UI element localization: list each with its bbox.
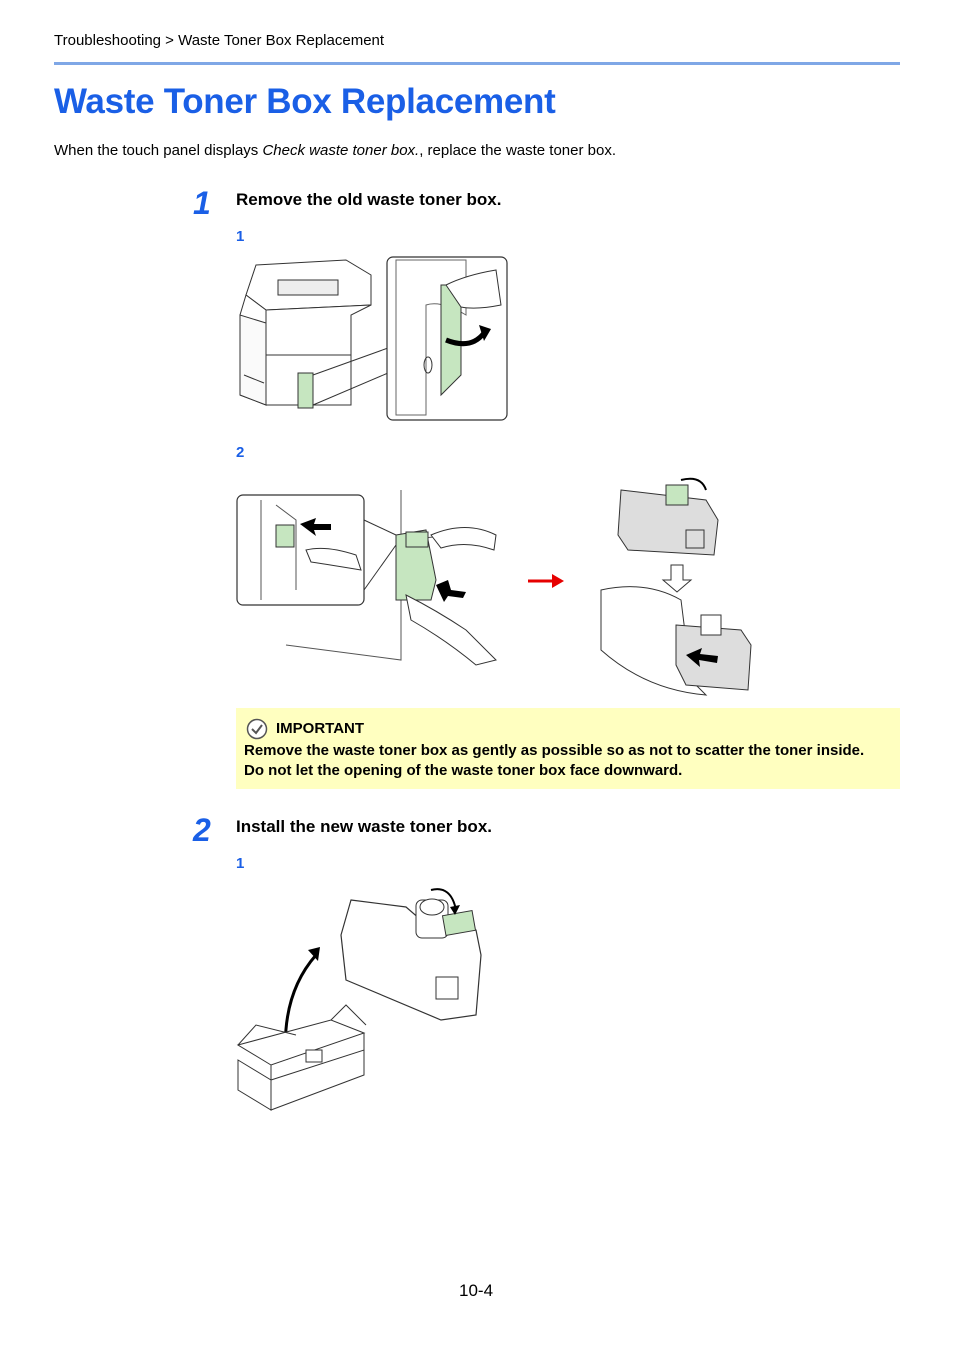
step-1-number: 1 [193,185,211,221]
intro-after: , replace the waste toner box. [419,142,616,159]
page-number: 10-4 [459,1281,494,1300]
intro-emphasis: Check waste toner box. [262,142,420,159]
step-1-text: Remove the old waste toner box. [236,190,502,209]
page-title: Waste Toner Box Replacement [54,82,556,121]
step-1-substep-1: 1 [236,228,245,245]
step-2-number: 2 [193,812,211,848]
important-label: IMPORTANT [276,720,365,737]
check-circle-icon [246,718,268,740]
intro-before: When the touch panel displays [54,142,263,159]
step-2-substep-1: 1 [236,855,245,872]
step-1-substep-2: 2 [236,444,245,461]
intro-text: When the touch panel displays Check wast… [54,142,616,159]
step-2-text: Install the new waste toner box. [236,817,492,836]
waste-box-removal-illustration [236,477,752,696]
header-divider [54,62,900,65]
breadcrumb: Troubleshooting > Waste Toner Box Replac… [54,32,385,49]
important-text: Remove the waste toner box as gently as … [244,742,865,779]
new-waste-box-illustration [236,888,482,1111]
important-notice: IMPORTANT Remove the waste toner box as … [236,708,900,789]
printer-side-cover-illustration [239,256,508,421]
